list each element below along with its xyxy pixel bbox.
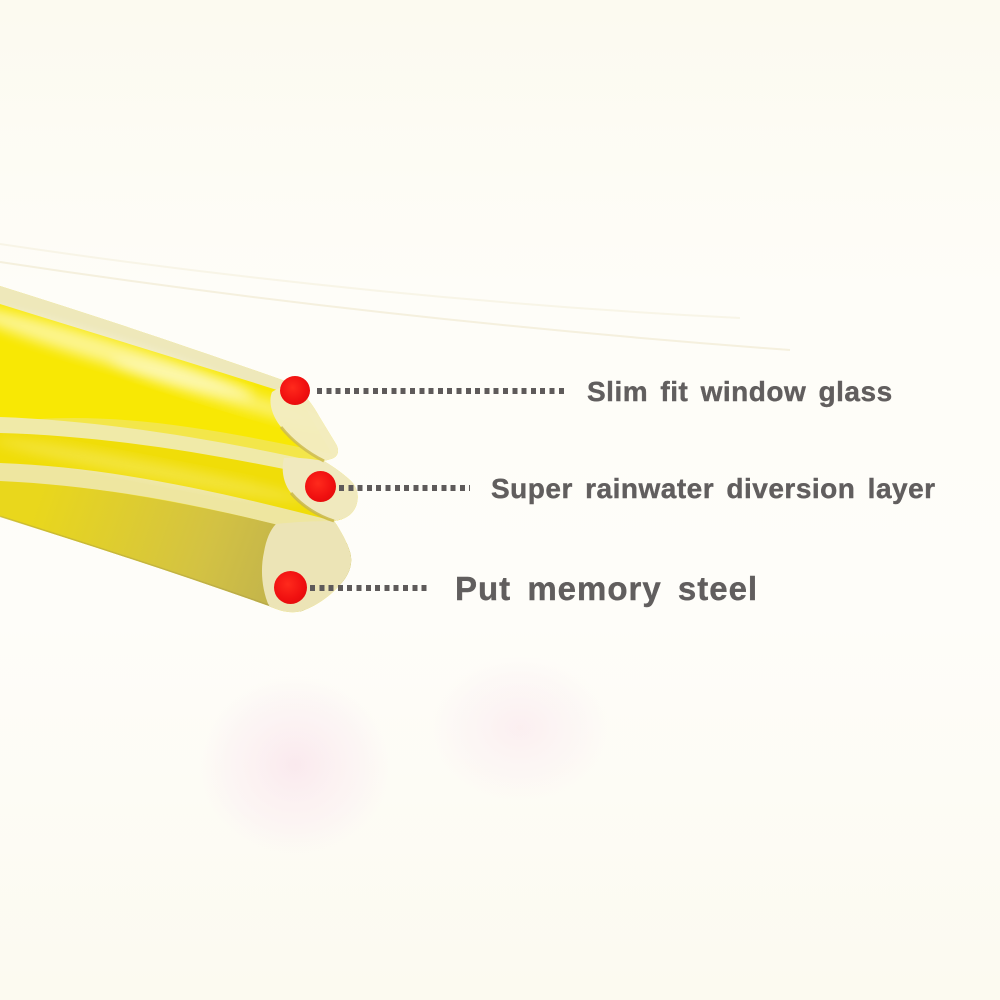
- callout-dot-3: [274, 571, 307, 604]
- callout-label-2: Super rainwater diversion layer: [491, 473, 936, 504]
- callout-leader-line-3: [310, 585, 429, 591]
- backdrop-reflections: [200, 656, 610, 855]
- callout-dot-1: [280, 376, 310, 405]
- callout-leader-line-1: [317, 388, 568, 394]
- callout-leader-line-2: [339, 485, 470, 491]
- callout-label-1: Slim fit window glass: [587, 376, 893, 407]
- callout-label-3: Put memory steel: [455, 570, 759, 607]
- callout-dot-2: [305, 471, 336, 502]
- background-streaks: [0, 243, 791, 351]
- seal-strip-graphic: [0, 286, 358, 613]
